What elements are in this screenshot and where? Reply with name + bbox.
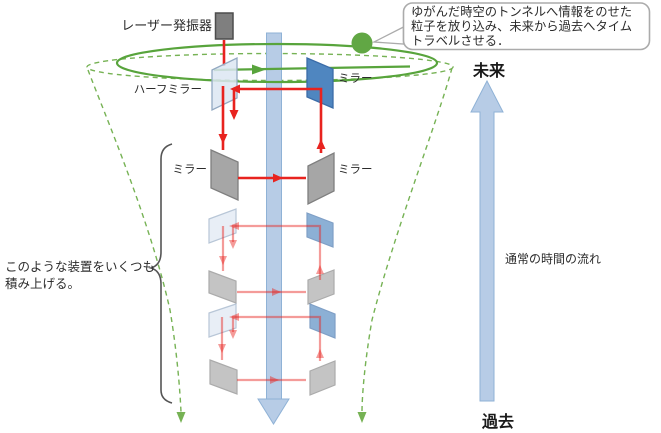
- time-ring-ellipse: [115, 42, 439, 84]
- time-flow-label: 通常の時間の流れ: [505, 252, 601, 266]
- half-mirror-3: [208, 303, 237, 338]
- laser-beam-arrows-3: [218, 313, 324, 384]
- mirror-mid-right: [307, 151, 335, 206]
- callout-line-2: 粒子を放り込み、未来から過去へタイム: [411, 19, 632, 34]
- center-time-bar: [257, 32, 290, 425]
- mirror-unit-3: [208, 303, 336, 396]
- mirror-3-lower-right: [309, 360, 336, 396]
- beam-arrow-left-icon: [229, 222, 239, 230]
- stack-note-line-1: このような装置をいくつも: [5, 260, 155, 274]
- mirror-2-right: [306, 212, 334, 248]
- funnel-right-side: [361, 67, 453, 413]
- half-mirror-label: ハーフミラー: [134, 84, 202, 96]
- funnel-right-arrowhead-icon: [357, 412, 367, 423]
- beam-arrow-down-icon: [229, 110, 239, 120]
- mirror-label-mid-right: ミラー: [338, 164, 373, 176]
- beam-arrow-left-icon: [229, 313, 239, 321]
- mirror-label-top-right: ミラー: [338, 73, 373, 85]
- laser-oscillator-label: レーザー発振器: [121, 18, 212, 33]
- stack-note-line-2: 積み上げる。: [5, 276, 80, 291]
- beam-arrow-down-icon: [229, 330, 237, 339]
- funnel-left-side: [87, 69, 182, 413]
- time-ring-arrowhead-icon: [252, 64, 266, 75]
- mirror-unit-2: [208, 208, 335, 305]
- past-label: 過去: [481, 412, 514, 431]
- particle-icon: [351, 32, 373, 54]
- beam-arrow-down-icon: [229, 240, 237, 249]
- beam-arrow-up-icon: [316, 349, 324, 358]
- mirror-label-mid-left: ミラー: [173, 164, 208, 176]
- callout-box: [402, 2, 651, 51]
- half-mirror-2: [208, 208, 237, 244]
- funnel-left-arrowhead-icon: [176, 412, 186, 423]
- callout-leader: [371, 25, 405, 45]
- beam-arrow-up-icon: [316, 265, 324, 274]
- mirror-3-lower-left: [209, 359, 238, 395]
- beam-arrow-up-icon: [316, 139, 326, 149]
- beam-arrow-right-icon: [270, 376, 279, 384]
- mirror-2-lower-right: [307, 269, 335, 305]
- callout-line-1: ゆがんだ時空のトンネルへ情報をのせた: [411, 4, 632, 19]
- beam-arrow-down-icon: [219, 256, 227, 265]
- beam-arrow-left-icon: [230, 84, 240, 94]
- half-mirror: [211, 56, 238, 112]
- laser-beam-arrows-2: [219, 222, 324, 296]
- beam-arrow-down-icon: [218, 344, 226, 353]
- stack-brace: [148, 143, 173, 404]
- laser-beam-arrows-1: [218, 84, 326, 183]
- mirror-mid-left: [210, 148, 239, 202]
- beam-arrow-right-icon: [272, 288, 281, 296]
- mirror-top-right: [306, 57, 334, 109]
- future-label: 未来: [472, 61, 506, 80]
- beam-arrow-down-icon: [218, 134, 228, 144]
- laser-beam-path-2: [221, 224, 322, 294]
- callout-line-3: トラベルさせる．: [411, 34, 509, 48]
- mirror-3-right: [309, 303, 336, 339]
- beam-arrow-right-icon: [273, 173, 283, 183]
- time-flow-arrow: [470, 79, 504, 402]
- laser-beam-path-3: [220, 315, 322, 382]
- laser-oscillator-box: [214, 12, 234, 40]
- center-time-bar-arrowhead-icon: [257, 398, 290, 425]
- mirror-unit-1: [210, 56, 335, 206]
- mirror-2-lower-left: [208, 270, 237, 304]
